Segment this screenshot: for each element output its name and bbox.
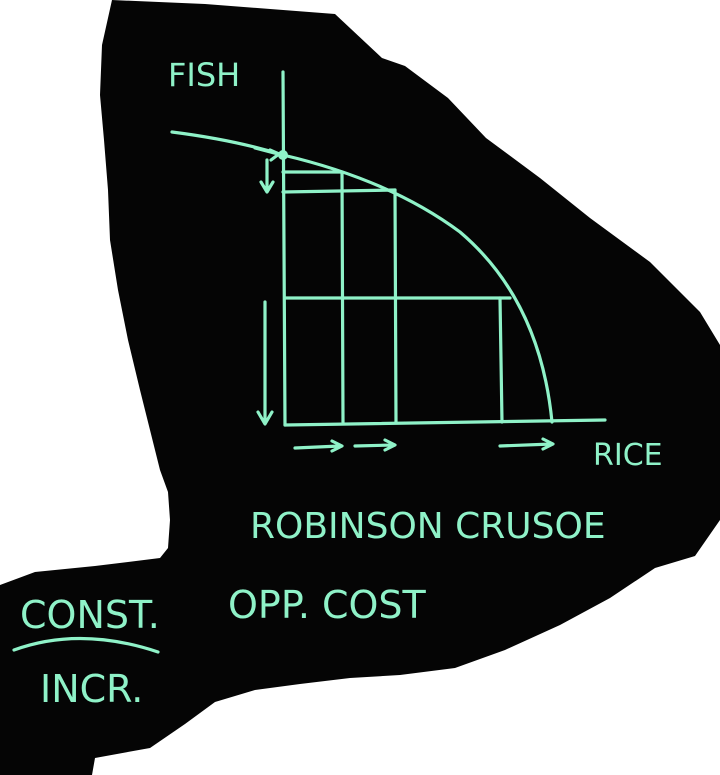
strike-through [12, 636, 160, 654]
rice-gain-arrow-3 [498, 437, 555, 451]
x-axis-label: RICE [593, 438, 663, 473]
starting-point [278, 150, 288, 160]
ppf-curve [170, 130, 554, 424]
opportunity-cost-note: OPP. COST [228, 583, 427, 627]
horizontal-line-2 [281, 188, 397, 194]
y-axis-label: FISH [168, 56, 240, 94]
large-fish-drop-arrow [256, 300, 274, 426]
struck-note: CONST. [20, 593, 160, 637]
pointer-arrow [253, 146, 281, 162]
rice-gain-arrow-1 [293, 439, 344, 453]
fish-axis [281, 70, 287, 427]
vertical-line-2 [393, 188, 398, 424]
increasing-note: INCR. [40, 667, 143, 711]
rice-gain-arrow-2 [353, 438, 397, 452]
vertical-line-3 [498, 296, 504, 424]
small-fish-drop-arrow [259, 158, 275, 194]
diagram-title: ROBINSON CRUSOE [250, 506, 606, 547]
